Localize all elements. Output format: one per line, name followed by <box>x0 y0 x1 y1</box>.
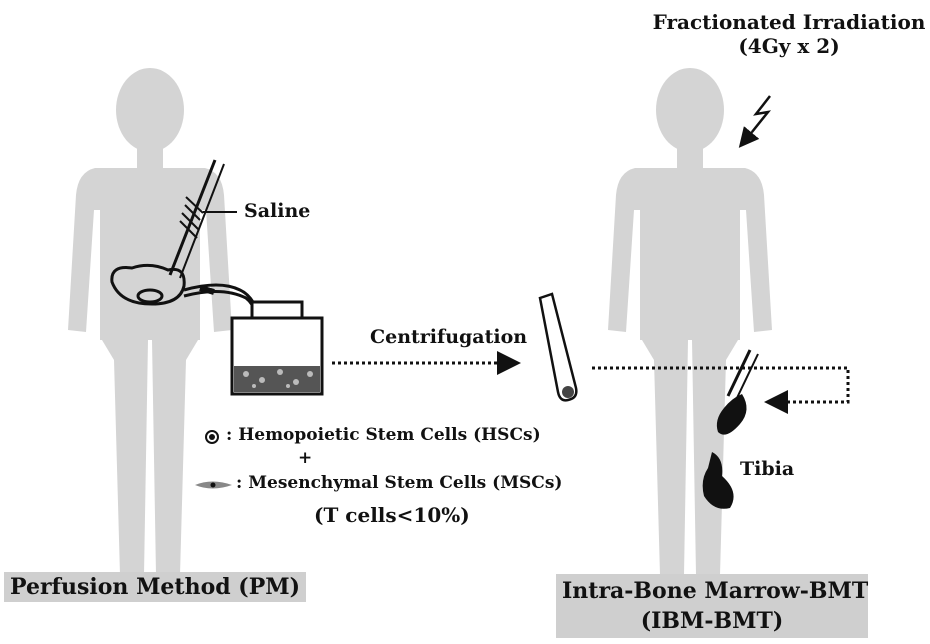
irradiation-label: Fractionated Irradiation (4Gy x 2) <box>648 10 930 58</box>
hsc-legend-icon <box>206 431 218 443</box>
right-caption: Intra-Bone Marrow-BMT (IBM-BMT) <box>556 574 868 638</box>
tibia-label: Tibia <box>740 458 794 480</box>
left-caption: Perfusion Method (PM) <box>4 572 306 602</box>
collection-container <box>232 302 322 394</box>
legend-plus: + <box>298 448 312 468</box>
irradiation-title: Fractionated Irradiation <box>648 10 930 34</box>
centrifugation-label: Centrifugation <box>370 326 527 348</box>
hsc-legend-text: : Hemopoietic Stem Cells (HSCs) <box>226 425 541 445</box>
msc-legend-text: : Mesenchymal Stem Cells (MSCs) <box>236 473 562 493</box>
saline-label: Saline <box>244 200 310 222</box>
right-caption-line2: (IBM-BMT) <box>562 606 862 636</box>
msc-legend-icon <box>195 482 232 489</box>
test-tube <box>540 294 576 400</box>
right-caption-line1: Intra-Bone Marrow-BMT <box>562 576 862 606</box>
irradiation-dose: (4Gy x 2) <box>648 34 930 58</box>
irradiation-bolt-icon <box>742 96 770 144</box>
left-human-silhouette <box>68 68 232 575</box>
t-cells-note: (T cells<10%) <box>314 503 470 527</box>
right-human-silhouette <box>608 68 772 575</box>
